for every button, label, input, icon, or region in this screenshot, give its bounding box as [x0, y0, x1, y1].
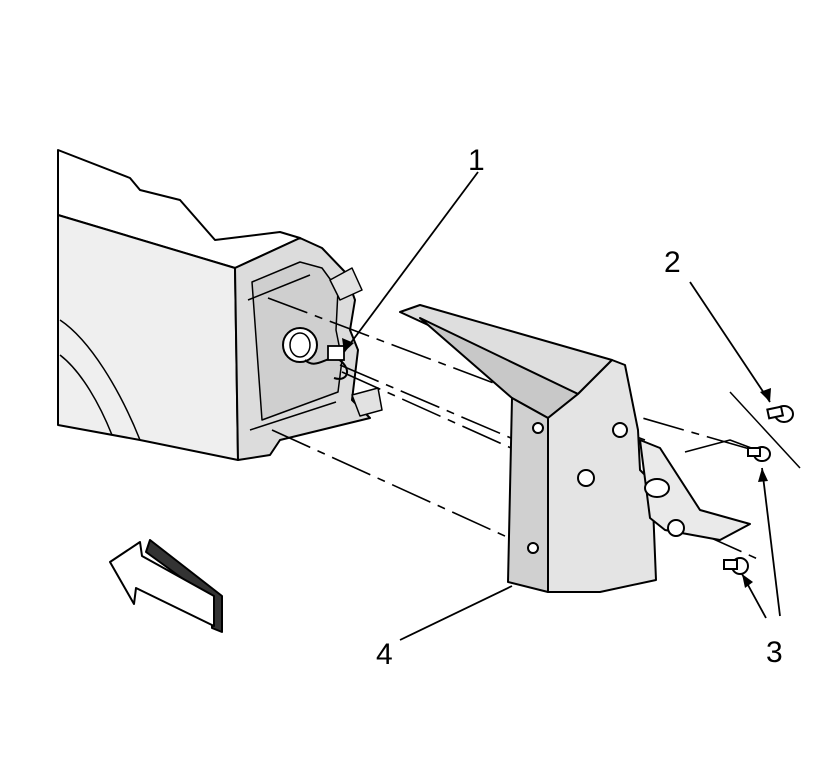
leader-line-4 — [399, 585, 513, 641]
callout-4: 4 — [376, 638, 393, 671]
leader-line-2 — [689, 281, 771, 403]
body-side-panel — [57, 214, 239, 461]
screw-item-3-upper — [747, 446, 771, 462]
lamp-housing-rib — [247, 274, 337, 431]
vehicle-rear-body — [57, 149, 383, 461]
lamp-hole-3 — [667, 519, 685, 537]
body-fender-curve — [59, 319, 141, 441]
lamp-stud-bottom — [527, 542, 539, 554]
leader-arrowheads — [342, 338, 771, 588]
screw-item-3-lower — [723, 557, 749, 575]
arrow-outline — [109, 541, 215, 627]
arrow-shadow — [145, 539, 223, 633]
fastener-plane — [729, 391, 801, 469]
callout-2: 2 — [664, 246, 681, 279]
front-direction-arrow-icon — [109, 539, 223, 633]
lamp-bracket-hole — [644, 478, 670, 498]
callout-3: 3 — [766, 636, 783, 669]
body-fender-curve-inner — [59, 354, 113, 436]
lamp-hole-1 — [612, 422, 628, 438]
fastener-group — [723, 391, 801, 575]
leader-line-3-a — [761, 467, 781, 617]
leader-lines — [343, 171, 781, 641]
leader-line-1 — [343, 171, 479, 353]
bulb-socket-ring — [289, 332, 311, 358]
callout-1: 1 — [468, 144, 485, 177]
lamp-stud-top — [532, 422, 544, 434]
lamp-hole-2 — [577, 469, 595, 487]
bulb-socket-hole — [282, 327, 318, 363]
tail-lamp-assembly — [399, 304, 763, 593]
lamp-housing-tab — [329, 267, 383, 417]
lamp-bracket — [639, 439, 751, 541]
wiring-harness — [304, 345, 349, 380]
lamp-side-face — [547, 359, 657, 593]
bolt-item-2 — [766, 405, 794, 423]
